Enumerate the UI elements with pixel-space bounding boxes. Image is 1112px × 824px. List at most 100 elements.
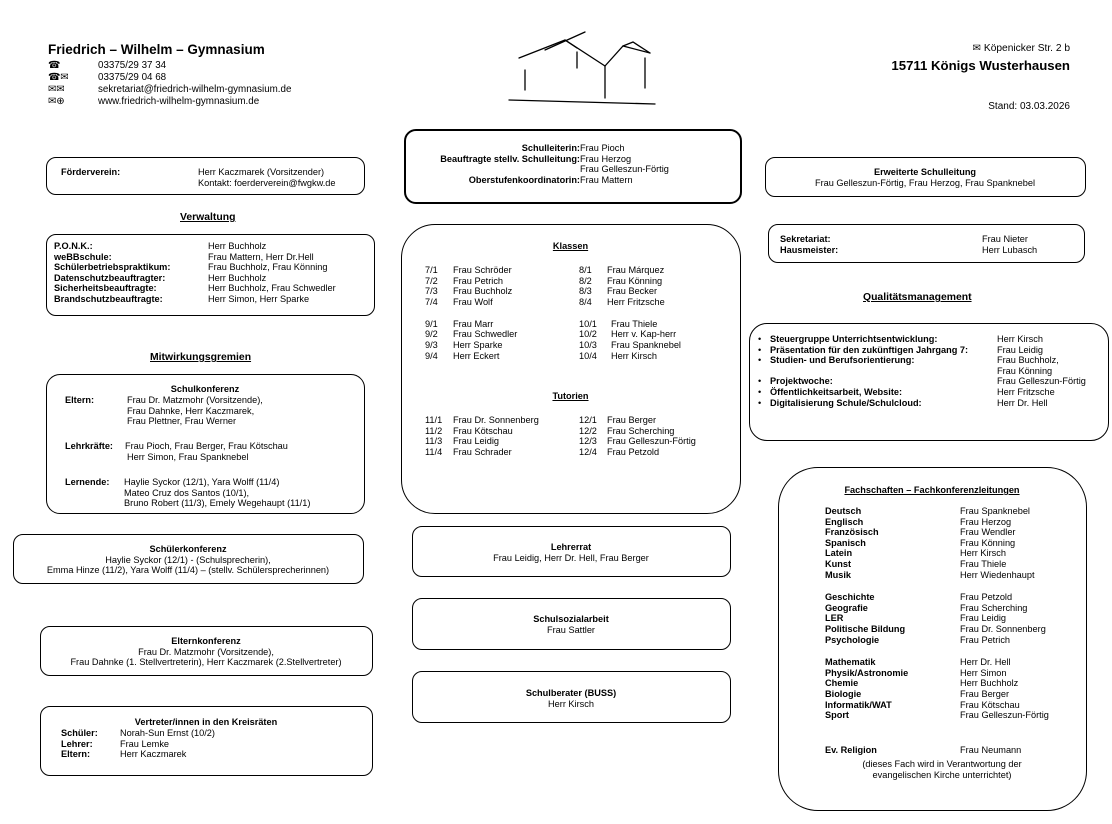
kreisraete-box: Vertreter/innen in den Kreisräten Schüle… <box>40 706 373 776</box>
address-street-row: ✉ Köpenicker Str. 2 b <box>900 43 1070 55</box>
schulkonferenz-lehrkraefte: Frau Pioch, Frau Berger, Frau Kötschau <box>125 441 288 451</box>
verwaltung-rows: P.O.N.K.:Herr Buchholz weBBschule:Frau M… <box>54 241 336 305</box>
fax-number: 03375/29 04 68 <box>98 72 167 83</box>
klassen-title-row: Klassen <box>402 241 739 252</box>
verwaltung-row: Schülerbetriebspraktikum:Frau Buchholz, … <box>54 262 328 273</box>
kreisraete-row: Schüler:Norah-Sun Ernst (10/2) <box>61 728 215 738</box>
sekretariat-row: Hausmeister:Herr Lubasch <box>780 244 1038 255</box>
sekretariat-rows: Sekretariat:Frau Nieter Hausmeister:Herr… <box>780 234 1037 255</box>
qualitaet-item: •Präsentation für den zukünftigen Jahrga… <box>758 344 1043 355</box>
verwaltung-row: weBBschule:Frau Mattern, Herr Dr.Hell <box>54 251 314 262</box>
schulleitung-row: Oberstufenkoordinatorin:Frau Mattern <box>468 174 633 185</box>
phone-icon: ☎ <box>48 60 61 71</box>
school-name: Friedrich – Wilhelm – Gymnasium <box>48 42 265 57</box>
website-link[interactable]: www.friedrich-wilhelm-gymnasium.de <box>98 96 260 107</box>
date-stamp: Stand: 03.03.2026 <box>988 101 1070 112</box>
email-address[interactable]: sekretariat@friedrich-wilhelm-gymnasium.… <box>98 84 292 95</box>
fachschaften-title: Fachschaften – Fachkonferenzleitungen <box>844 485 1020 495</box>
lehrerrat-title: Lehrerrat <box>550 542 592 552</box>
schulleitung-row: Beauftragte stellv. Schulleitung:Frau He… <box>440 153 632 164</box>
schulleitung-row: Frau Gelleszun-Förtig <box>580 164 669 175</box>
qualitaet-title: Qualitätsmanagement <box>863 292 972 303</box>
web-icon: ✉⊕ <box>48 96 65 107</box>
foerderverein-label: Förderverein: <box>61 167 121 177</box>
schulleitung-row: Schulleiterin:Frau Pioch <box>521 143 625 153</box>
foerderverein-contact[interactable]: Kontakt: foerderverein@fwgkw.de <box>198 178 336 188</box>
schulberater-content: Schulberater (BUSS) Herr Kirsch <box>413 688 729 709</box>
schuelerkonferenz-content: Schülerkonferenz Haylie Syckor (12/1) - … <box>14 544 362 576</box>
kreisraete-title: Vertreter/innen in den Kreisräten <box>134 717 278 727</box>
erweiterte-title: Erweiterte Schulleitung <box>873 167 977 177</box>
contact-list: ☎03375/29 37 34 ☎✉03375/29 04 68 ✉✉sekre… <box>48 60 291 108</box>
school-logo <box>508 31 656 105</box>
mitwirkung-title: Mitwirkungsgremien <box>150 352 252 363</box>
qualitaet-item: •Projektwoche:Frau Gelleszun-Förtig <box>758 376 1086 387</box>
schulberater-box: Schulberater (BUSS) Herr Kirsch <box>412 671 731 723</box>
lehrerrat-members: Frau Leidig, Herr Dr. Hell, Frau Berger <box>493 552 649 563</box>
verwaltung-title: Verwaltung <box>180 212 236 223</box>
address-street: Köpenicker Str. 2 b <box>983 43 1070 54</box>
sekretariat-box: Sekretariat:Frau Nieter Hausmeister:Herr… <box>768 224 1085 263</box>
kreisraete-row: Lehrer:Frau Lemke <box>61 738 170 749</box>
erweiterte-members: Frau Gelleszun-Förtig, Frau Herzog, Frau… <box>814 177 1036 188</box>
foerderverein-chair: Herr Kaczmarek (Vorsitzender) <box>198 167 325 177</box>
fachschaften-title-row: Fachschaften – Fachkonferenzleitungen <box>779 485 1085 496</box>
verwaltung-row: Sicherheitsbeauftragte:Herr Buchholz, Fr… <box>54 283 336 294</box>
fax-icon: ☎✉ <box>48 72 69 83</box>
elternkonferenz-line: Frau Dr. Matzmohr (Vorsitzende), <box>138 646 274 657</box>
lehrerrat-box: Lehrerrat Frau Leidig, Herr Dr. Hell, Fr… <box>412 526 731 577</box>
schulsozialarbeit-member: Frau Sattler <box>547 624 595 635</box>
schulkonferenz-title: Schulkonferenz <box>170 384 240 394</box>
elternkonferenz-line: Frau Dahnke (1. Stellvertreterin), Herr … <box>70 657 342 668</box>
kreisraete-row: Eltern:Herr Kaczmarek <box>61 749 187 760</box>
foerderverein-box: Förderverein: Herr Kaczmarek (Vorsitzend… <box>46 157 365 195</box>
qualitaet-box: •Steuergruppe Unterrichtsentwicklung:Her… <box>749 323 1109 441</box>
tutorien-title-row: Tutorien <box>402 391 739 402</box>
schulkonferenz-lehrkraefte-label: Lehrkräfte: <box>65 441 113 451</box>
schuelerkonferenz-title: Schülerkonferenz <box>149 544 227 554</box>
tutorien-title: Tutorien <box>552 391 589 401</box>
schulkonferenz-lernende-label: Lernende: <box>65 477 110 487</box>
schulberater-title: Schulberater (BUSS) <box>525 688 617 698</box>
schulsozialarbeit-box: Schulsozialarbeit Frau Sattler <box>412 598 731 650</box>
schulsozialarbeit-title: Schulsozialarbeit <box>533 614 609 624</box>
schuelerkonferenz-box: Schülerkonferenz Haylie Syckor (12/1) - … <box>13 534 364 584</box>
qualitaet-item: •Steuergruppe Unterrichtsentwicklung:Her… <box>758 334 1043 344</box>
erweiterte-schulleitung-box: Erweiterte Schulleitung Frau Gelleszun-F… <box>765 157 1086 197</box>
address-city: 15711 Königs Wusterhausen <box>891 58 1070 73</box>
schulkonferenz-lernende: Haylie Syckor (12/1), Yara Wolff (11/4) … <box>124 477 311 509</box>
religion-note: (dieses Fach wird in Verantwortung der e… <box>862 759 1022 780</box>
sekretariat-row: Sekretariat:Frau Nieter <box>780 234 1028 244</box>
